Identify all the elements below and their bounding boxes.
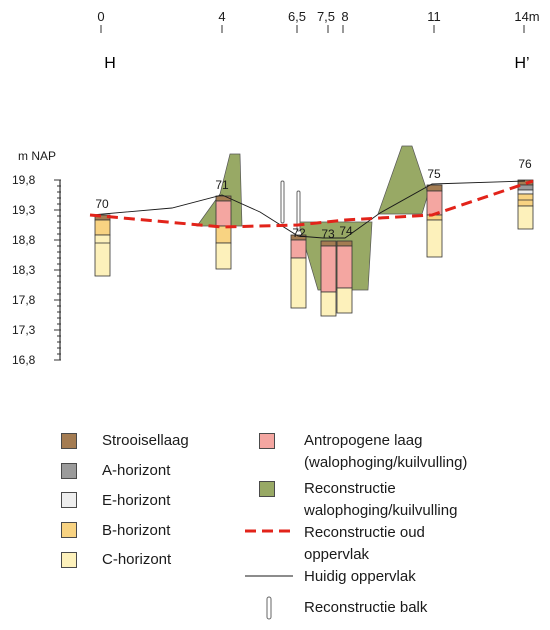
section-start-label: H: [104, 55, 116, 72]
legend-label-a-horizont: A-horizont: [102, 462, 171, 479]
legend-label-old-surface: Reconstructie oud: [304, 524, 425, 541]
distance-tick-label: 11: [427, 9, 441, 24]
legend-swatch-a-horizont: [61, 463, 77, 479]
boring-72: [290, 234, 307, 309]
section-end-label: H’: [514, 55, 529, 72]
boring-74: [336, 240, 353, 314]
legend-label-c-horizont: C-horizont: [102, 551, 172, 568]
layer-c: [426, 219, 443, 258]
depth-tick-label: 18,8: [12, 233, 36, 247]
distance-tick-label: 4: [218, 9, 225, 24]
boring-71: [215, 195, 232, 270]
distance-tick-label: 14m: [514, 9, 539, 24]
boring-70: [94, 214, 111, 277]
layer-c: [336, 287, 353, 314]
legend-label-beam: Reconstructie balk: [304, 599, 428, 616]
boring-label: 72: [292, 226, 306, 240]
old-surface-line: [89, 179, 534, 229]
cross-section-profile: 0 4 6,5 7,5 8 11 14m H H’ m NAP 19,8 19,…: [12, 9, 540, 367]
boring-label: 74: [339, 224, 353, 238]
legend-label-antropogeen: Antropogene laag: [304, 432, 423, 449]
boring-labels: 70 71 72 73 74 75 76: [95, 157, 532, 241]
boring-label: 73: [321, 227, 335, 241]
depth-tick-label: 16,8: [12, 353, 36, 367]
reconstruction-beams: [280, 180, 301, 232]
boring-columns: [94, 179, 534, 317]
depth-tick-label: 18,3: [12, 263, 36, 277]
legend-swatch-e-horizont: [61, 492, 77, 508]
distance-tick-label: 6,5: [288, 9, 306, 24]
distance-tick-label: 0: [97, 9, 104, 24]
beam: [280, 180, 285, 224]
layer-c: [517, 205, 534, 230]
depth-unit-label: m NAP: [18, 149, 56, 163]
legend-current-surface-symbol: [245, 575, 293, 577]
beam: [296, 190, 301, 232]
boring-label: 76: [518, 157, 532, 171]
legend-swatch-c-horizont: [61, 552, 77, 568]
legend-label-old-surface-sub: oppervlak: [304, 546, 370, 563]
legend-label-reconstructie: Reconstructie: [304, 480, 396, 497]
legend-old-surface-symbol: [245, 529, 293, 533]
legend-label-b-horizont: B-horizont: [102, 522, 171, 539]
current-surface-line: [91, 180, 526, 239]
legend-swatch-strooisel: [61, 433, 77, 449]
depth-tick-label: 17,3: [12, 323, 36, 337]
depth-tick-label: 17,8: [12, 293, 36, 307]
legend-swatch-b-horizont: [61, 522, 77, 538]
distance-tick-label: 8: [341, 9, 348, 24]
layer-c: [215, 242, 232, 270]
legend-label-e-horizont: E-horizont: [102, 492, 171, 509]
boring-76: [517, 179, 534, 230]
depth-tick-label: 19,3: [12, 203, 36, 217]
layer-c: [94, 234, 111, 277]
boring-label: 75: [427, 167, 441, 181]
legend-label-current-surface: Huidig oppervlak: [304, 568, 416, 585]
boring-75: [426, 184, 443, 258]
boring-label: 70: [95, 197, 109, 211]
boring-label: 71: [215, 178, 229, 192]
legend-beam-symbol: [266, 596, 272, 620]
legend-swatch-reconstructie: [259, 481, 275, 497]
layer-c: [320, 291, 337, 317]
legend-label-strooisel: Strooisellaag: [102, 432, 189, 449]
layer-c: [290, 257, 307, 309]
legend-label-reconstructie-sub: walophoging/kuilvulling: [304, 502, 458, 519]
depth-axis: m NAP 19,8 19,3 18,8 18,3 17,8 17,3 16,8: [12, 149, 61, 367]
legend-label-antropogeen-sub: (walophoging/kuilvulling): [304, 454, 468, 471]
distance-scale: 0 4 6,5 7,5 8 11 14m: [97, 9, 540, 33]
wall-reconstruction: [377, 145, 429, 215]
depth-tick-label: 19,8: [12, 173, 36, 187]
legend-swatch-antropogeen: [259, 433, 275, 449]
boring-73: [320, 240, 337, 317]
distance-tick-label: 7,5: [317, 9, 335, 24]
